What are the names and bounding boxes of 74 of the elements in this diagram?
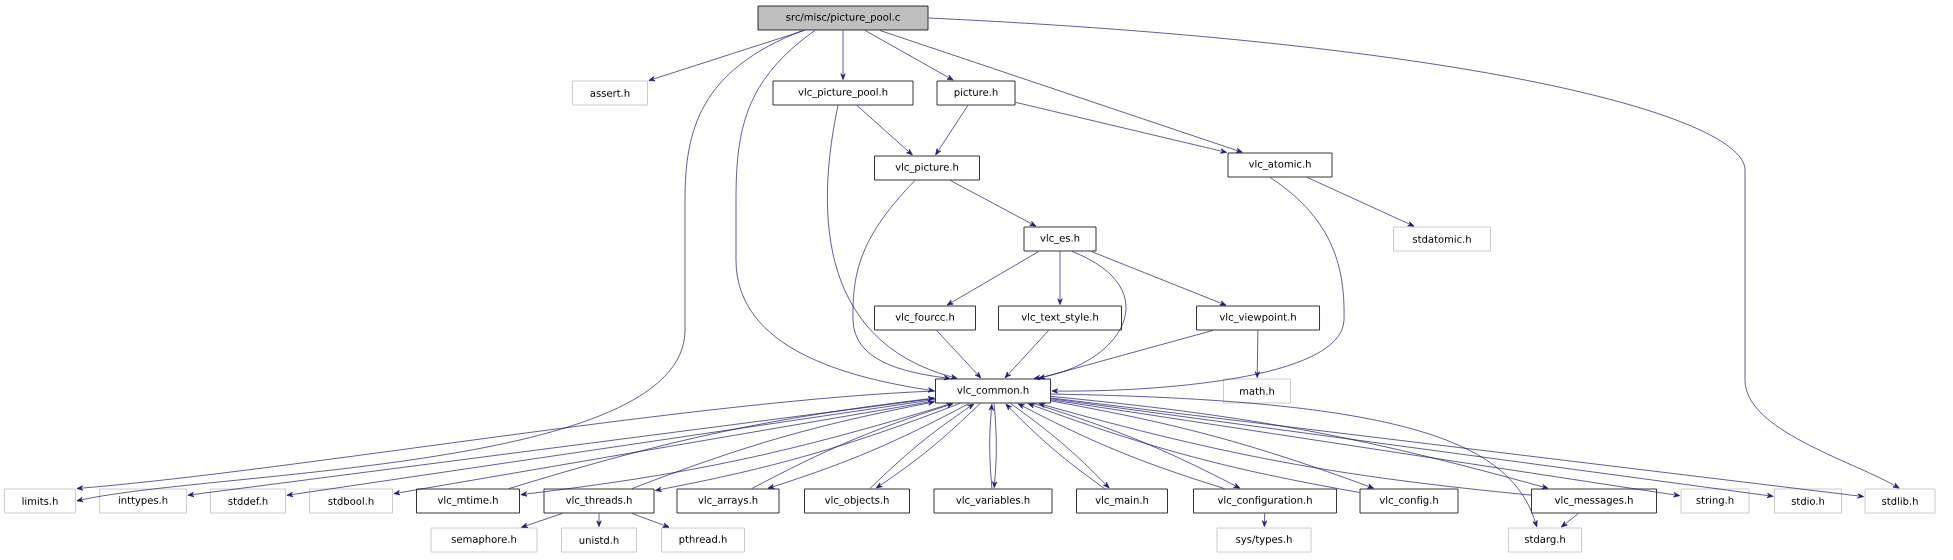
file-box: src/misc/picture_pool.c [757, 5, 929, 31]
arrow [596, 513, 602, 527]
arrow [1015, 101, 1227, 154]
file-box: stdio.h [1774, 488, 1842, 514]
file-box: vlc_es.h [1023, 226, 1097, 252]
arrow [840, 30, 846, 80]
file-box: vlc_configuration.h [1193, 488, 1337, 514]
arrow [1561, 513, 1579, 528]
arrow [1057, 251, 1063, 305]
arrow [521, 513, 563, 528]
file-box: inttypes.h [99, 488, 187, 514]
arrow [76, 30, 804, 503]
file-box: stdbool.h [309, 488, 393, 514]
file-box: vlc_arrays.h [676, 488, 780, 514]
file-box: math.h [1223, 378, 1291, 404]
file-box: vlc_variables.h [933, 488, 1053, 514]
arrow [648, 30, 805, 82]
arrow [928, 17, 1900, 489]
arrow [1306, 177, 1415, 227]
file-box: vlc_text_style.h [998, 305, 1122, 331]
file-box: stdatomic.h [1393, 226, 1491, 252]
file-box: semaphore.h [430, 527, 538, 553]
file-box: vlc_messages.h [1531, 488, 1657, 514]
arrow [827, 105, 958, 380]
file-box: unistd.h [561, 527, 637, 553]
file-box: sys/types.h [1216, 527, 1312, 553]
arrow [735, 30, 935, 393]
arrow [393, 400, 936, 496]
arrow [1050, 396, 1549, 490]
arrow [1004, 330, 1049, 379]
arrow [631, 513, 670, 528]
file-box: vlc_picture_pool.h [772, 80, 914, 106]
arrow [1254, 330, 1260, 378]
file-box: vlc_common.h [935, 378, 1051, 404]
file-box: pthread.h [661, 527, 745, 553]
file-box: vlc_atomic.h [1227, 152, 1333, 178]
arrow [1050, 400, 1375, 489]
file-box: limits.h [4, 488, 76, 514]
file-box: vlc_viewpoint.h [1196, 305, 1320, 331]
file-box: vlc_picture.h [874, 155, 980, 181]
arrow [1038, 330, 1214, 380]
arrow [1028, 403, 1360, 493]
file-box: stdarg.h [1508, 527, 1582, 553]
file-box: picture.h [936, 80, 1016, 106]
arrow [879, 30, 1243, 153]
file-box: vlc_mtime.h [416, 488, 520, 514]
arrow [946, 251, 1040, 306]
file-box: vlc_main.h [1076, 488, 1168, 514]
file-box: assert.h [572, 80, 648, 106]
arrow [935, 105, 969, 156]
arrow [631, 400, 935, 489]
arrow [988, 404, 994, 489]
arrow [856, 105, 913, 156]
arrow [992, 403, 998, 488]
arrow [852, 180, 951, 381]
arrow [1261, 513, 1268, 527]
arrow [1050, 393, 1538, 527]
file-box: string.h [1680, 488, 1750, 514]
file-box: vlc_objects.h [804, 488, 910, 514]
file-box: vlc_fourcc.h [874, 305, 976, 331]
file-box: vlc_config.h [1359, 488, 1459, 514]
arrow [936, 330, 982, 379]
arrow [1090, 251, 1227, 306]
arrow [76, 390, 936, 491]
file-box: stddef.h [210, 488, 286, 514]
arrow [1038, 402, 1532, 496]
arrow [949, 180, 1037, 227]
arrow [655, 403, 961, 492]
arrow [1051, 177, 1345, 394]
arrow [864, 30, 954, 81]
file-box: stdlib.h [1864, 488, 1936, 514]
file-box: vlc_threads.h [543, 488, 655, 514]
arrow [508, 396, 935, 489]
arrow [1033, 251, 1127, 381]
